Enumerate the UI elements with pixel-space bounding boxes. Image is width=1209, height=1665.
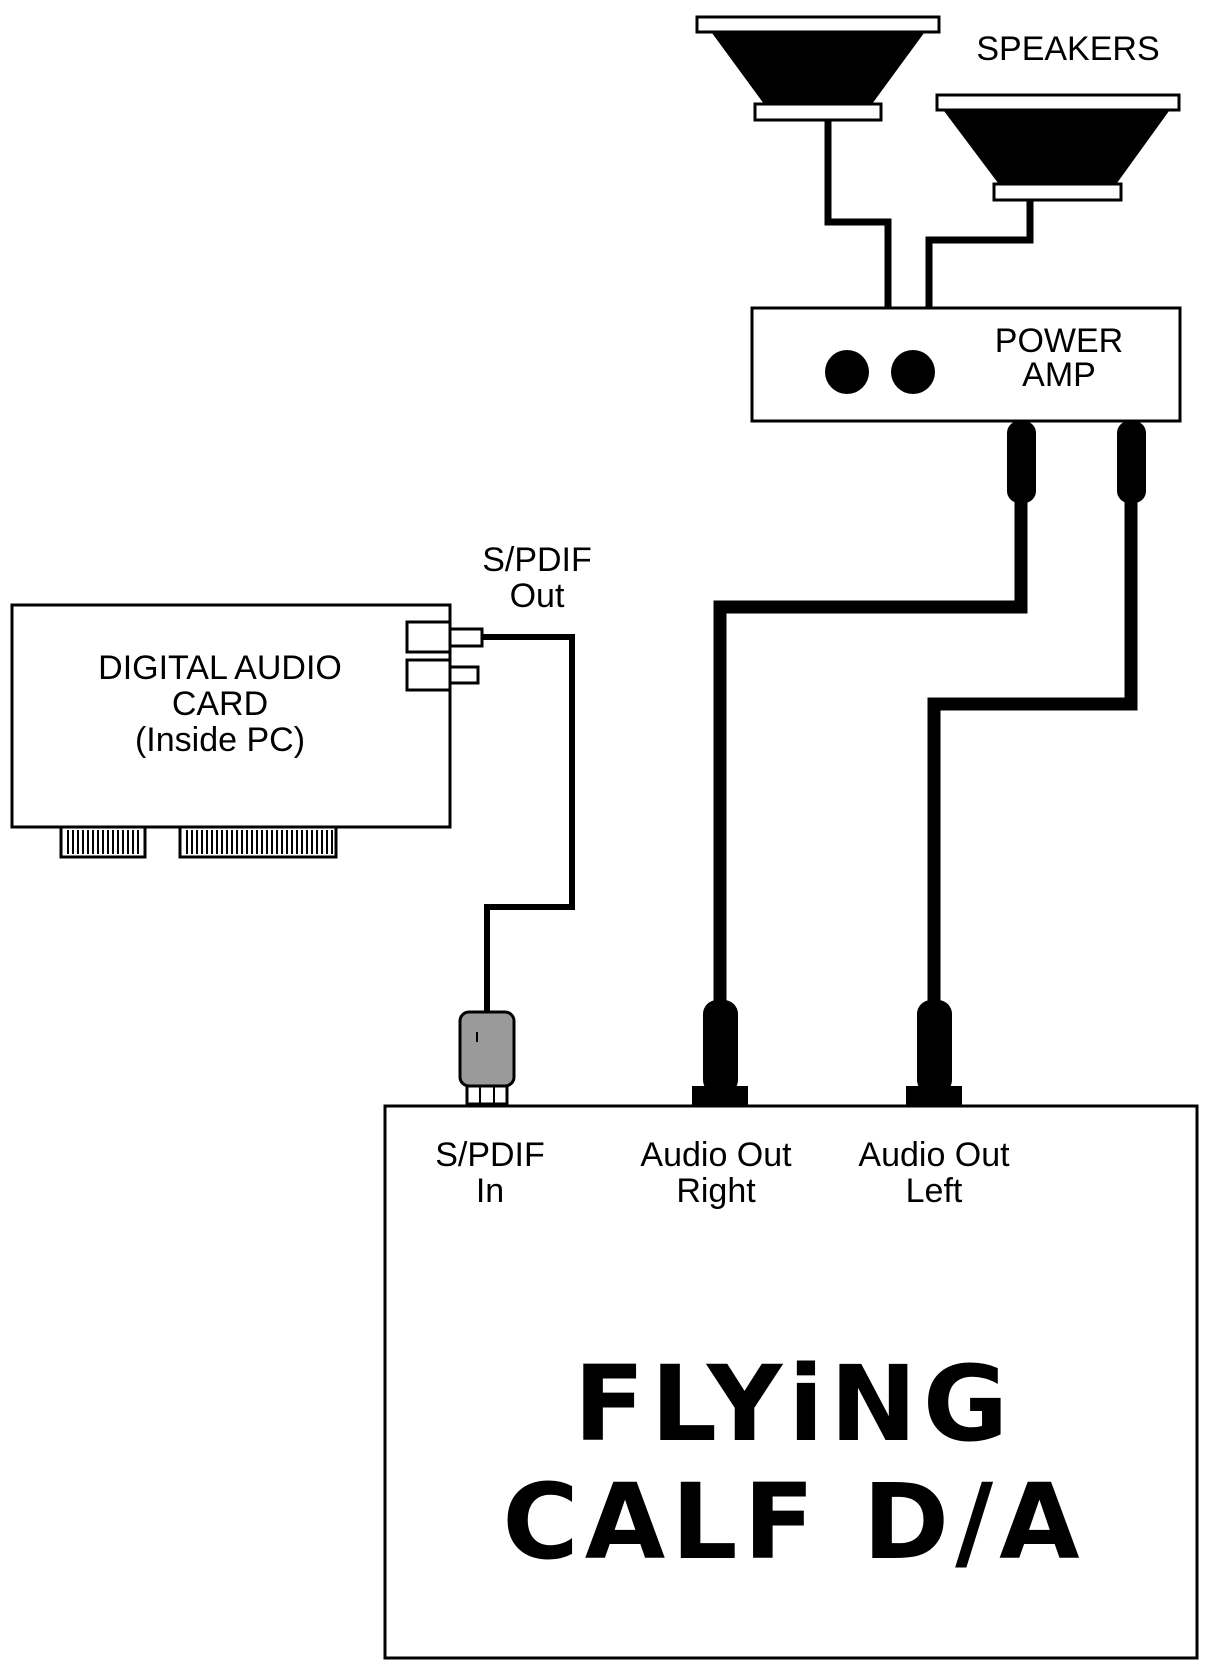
amp-knob-left — [825, 350, 869, 394]
amp-knob-right — [891, 350, 935, 394]
speakers-label: SPEAKERS — [976, 30, 1159, 68]
cable-audio-left — [927, 500, 1138, 1008]
amp-plug-right — [1007, 421, 1036, 503]
brand-logo-line1: FLYiNG — [574, 1343, 1014, 1465]
brand-logo-line2: CALF D/A — [502, 1461, 1085, 1583]
audio-out-left-label-line2: Left — [906, 1172, 963, 1210]
power-amp — [750, 306, 1182, 423]
cable-spdif — [482, 634, 575, 1015]
power-amp-label-line2: AMP — [1022, 356, 1096, 394]
power-amp-label-line1: POWER — [995, 322, 1123, 360]
speaker-right — [935, 93, 1181, 202]
audio-out-right-label-line1: Audio Out — [640, 1136, 792, 1174]
audio-out-left-label-line1: Audio Out — [858, 1136, 1010, 1174]
amp-plug-left — [1117, 421, 1146, 503]
card-label-line1: DIGITAL AUDIO — [98, 649, 342, 687]
card-label-line2: CARD — [172, 685, 268, 723]
speaker-wire-left — [824, 121, 892, 308]
rca-plug-left — [906, 1000, 962, 1106]
flying-calf-da-unit — [383, 1104, 1199, 1660]
speaker-left — [695, 15, 941, 122]
spdif-out-label-line1: S/PDIF — [482, 541, 592, 579]
spdif-in-label-line1: S/PDIF — [435, 1136, 545, 1174]
audio-out-right-label-line2: Right — [676, 1172, 756, 1210]
rca-plug-right — [692, 1000, 748, 1106]
card-port-top — [405, 620, 452, 654]
spdif-optical-plug — [458, 1010, 516, 1106]
card-port-bottom — [405, 658, 452, 692]
spdif-in-label-line2: In — [476, 1172, 504, 1210]
digital-audio-card — [10, 603, 484, 859]
spdif-out-label-line2: Out — [510, 577, 565, 615]
cable-audio-right — [713, 500, 1028, 1008]
card-label-line3: (Inside PC) — [135, 721, 305, 759]
speaker-wire-right — [925, 201, 1034, 308]
